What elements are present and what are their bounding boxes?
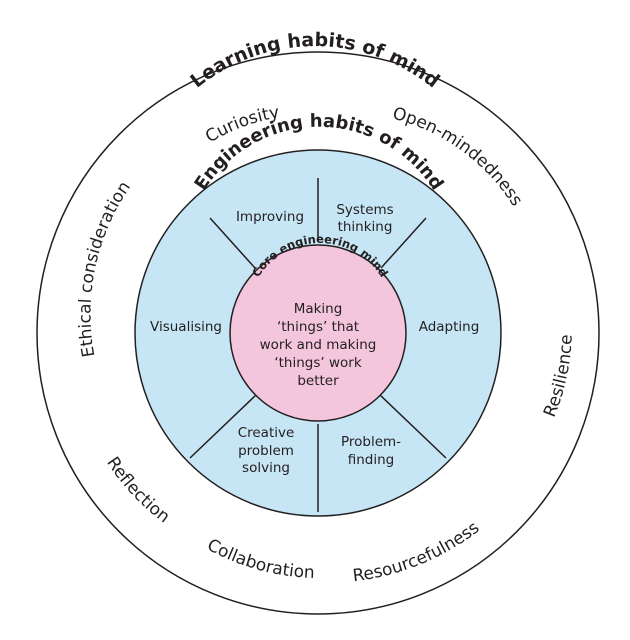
core-line: better [297, 373, 339, 389]
habit-visualising: Visualising [150, 319, 222, 335]
habit-improving: Improving [236, 209, 304, 225]
habit-problem-finding: Problem- finding [341, 434, 401, 468]
divider-bottom-right [378, 393, 447, 459]
habit-adapting: Adapting [419, 319, 480, 335]
core-line: ‘things’ work [274, 355, 361, 371]
segment-dividers [189, 178, 447, 512]
divider-top-right [380, 217, 427, 269]
habit-systems-thinking: Systems thinking [336, 202, 393, 235]
divider-bottom-left [189, 393, 258, 459]
problem-line-2: finding [348, 452, 395, 468]
problem-line-1: Problem- [341, 434, 401, 450]
habit-creative-problem-solving: Creative problem solving [238, 425, 295, 476]
systems-line-1: Systems [336, 202, 393, 218]
core-line: Making [294, 301, 343, 317]
divider-top-left [209, 217, 256, 269]
systems-line-2: thinking [338, 219, 393, 235]
core-circle [229, 244, 407, 422]
creative-line-3: solving [242, 460, 290, 476]
core-line: work and making [260, 337, 377, 353]
core-description: Making ‘things’ that work and making ‘th… [260, 301, 377, 389]
creative-line-1: Creative [238, 425, 295, 441]
core-line: ‘things’ that [277, 319, 359, 335]
creative-line-2: problem [238, 443, 294, 459]
